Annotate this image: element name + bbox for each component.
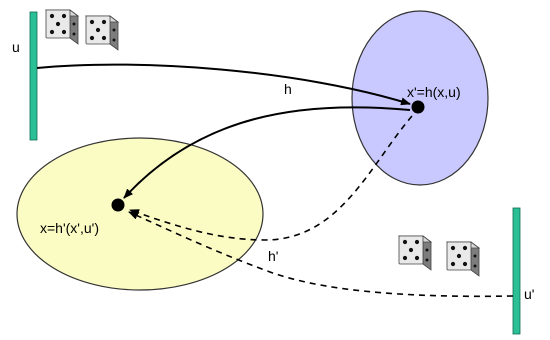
- label-x-prime-eq: x'=h(x,u): [407, 84, 461, 100]
- point-x: [111, 198, 125, 212]
- label-h-prime: h': [268, 248, 278, 264]
- arrow-x-prime-to-x: [123, 106, 411, 199]
- label-u-prime: u': [524, 286, 534, 302]
- dice-pair-icon-bottom: [398, 235, 480, 277]
- arrow-h-prime-from-u-prime: [128, 211, 514, 298]
- label-x-eq: x=h'(x',u'): [40, 220, 99, 236]
- state-space-x-ellipse: [16, 137, 264, 291]
- input-bar-u-prime: [512, 207, 521, 335]
- state-space-x-prime-ellipse: [351, 10, 489, 186]
- label-u: u: [12, 39, 20, 55]
- arrow-h-from-u: [36, 63, 411, 106]
- label-h: h: [284, 81, 292, 97]
- input-bar-u: [29, 11, 38, 141]
- dice-pair-icon-top: [45, 9, 119, 51]
- point-x-prime: [411, 100, 425, 114]
- arrow-h-prime-from-x-prime: [129, 115, 413, 241]
